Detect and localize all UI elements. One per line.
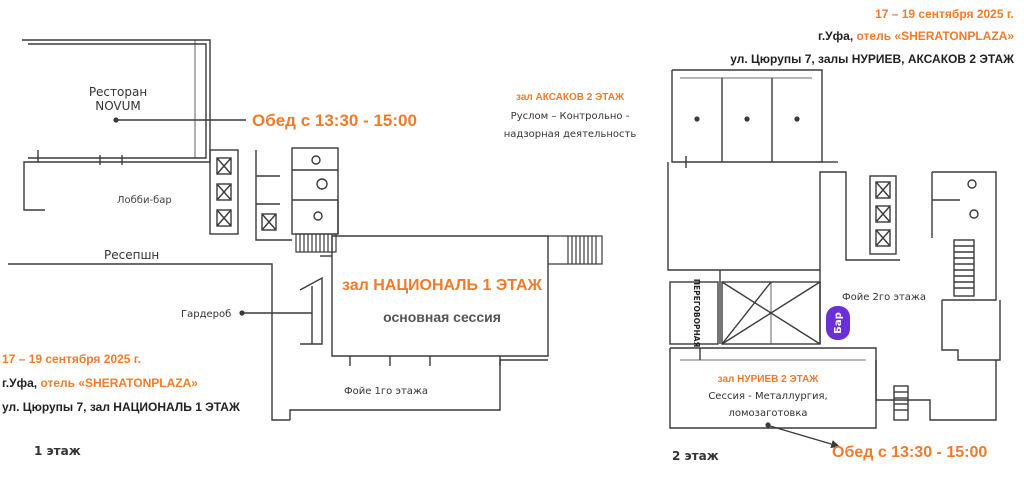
lobby-bar-label: Лобби-бар xyxy=(117,195,172,206)
floor2-lunch-time: Обед с 13:30 - 15:00 xyxy=(832,444,987,461)
bar-badge: Бар xyxy=(826,306,850,340)
nuriev-lunch-arrow xyxy=(769,425,840,449)
corridor-floor2 xyxy=(667,162,900,344)
service-block-floor1 xyxy=(255,147,339,241)
floor1-label: 1 этаж xyxy=(34,444,81,458)
aksakov-point-1 xyxy=(694,116,700,122)
floor1-hotel: отель «SHERATONPLAZA» xyxy=(40,376,198,390)
aksakov-point-3 xyxy=(794,116,800,122)
svg-text:г.Уфа, отель «SHERATONPL: г.Уфа, отель «SHERATONPLAZA» xyxy=(2,376,198,390)
stairs-floor1 xyxy=(295,233,603,265)
hall-nuriev xyxy=(669,347,877,429)
floor1-plan xyxy=(8,39,603,421)
elevators-floor1 xyxy=(209,149,239,235)
national-hall-title: зал НАЦИОНАЛЬ 1 ЭТАЖ xyxy=(342,277,543,294)
aksakov-hall-line1: Руслом – Контрольно - xyxy=(511,111,630,122)
floor2-address: ул. Цюрупы 7, залы НУРИЕВ, АКСАКОВ 2 ЭТА… xyxy=(730,52,1014,66)
cloakroom-point xyxy=(239,310,245,316)
floor1-lunch-time: Обед с 13:30 - 15:00 xyxy=(252,111,417,130)
svg-text:г.Уфа, отель «SHERATONPL: г.Уфа, отель «SHERATONPLAZA» xyxy=(818,29,1014,43)
hall-aksakov xyxy=(671,69,838,168)
foyer-floor2-label: Фойе 2го этажа xyxy=(842,292,926,303)
reception-label: Ресепшн xyxy=(104,248,159,262)
bar-label: Бар xyxy=(833,312,844,334)
restaurant-name-line1: Ресторан xyxy=(89,85,147,99)
reception-wall xyxy=(8,263,290,421)
service-block-floor2 xyxy=(875,171,1001,421)
floor1-date: 17 – 19 сентября 2025 г. xyxy=(2,352,141,366)
aksakov-hall-title: зал АКСАКОВ 2 ЭТАЖ xyxy=(516,92,625,103)
elevators-floor2 xyxy=(869,175,897,255)
floor2-hotel: отель «SHERATONPLAZA» xyxy=(857,29,1015,43)
meeting-room-label: ПЕРЕГОВОРНАЯ xyxy=(692,279,701,348)
floor2-plan xyxy=(667,69,1001,449)
restaurant-point xyxy=(113,117,119,123)
nuriev-hall-line1: Сессия - Металлургия, xyxy=(708,391,827,402)
floor2-label: 2 этаж xyxy=(672,449,719,463)
national-hall-subtitle: основная сессия xyxy=(383,309,501,325)
restaurant-name-line2: NOVUM xyxy=(95,99,141,113)
aksakov-point-2 xyxy=(744,116,750,122)
floor2-city: г.Уфа, xyxy=(818,29,853,43)
meeting-room-block xyxy=(669,281,821,345)
floor1-address: ул. Цюрупы 7, зал НАЦИОНАЛЬ 1 ЭТАЖ xyxy=(2,400,240,414)
nuriev-hall-line2: ломозаготовка xyxy=(729,408,808,419)
floor1-labels: Ресторан NOVUM Обед с 13:30 - 15:00 Лобб… xyxy=(2,85,543,458)
nuriev-point xyxy=(765,422,771,428)
hall-national xyxy=(289,235,549,420)
floor2-labels: 17 – 19 сентября 2025 г. г.Уфа, отель «S… xyxy=(504,7,1015,463)
floor2-date: 17 – 19 сентября 2025 г. xyxy=(875,7,1014,21)
foyer-floor1-label: Фойе 1го этажа xyxy=(344,386,428,397)
floor1-city: г.Уфа, xyxy=(2,376,37,390)
cloakroom-label: Гардероб xyxy=(181,309,231,320)
restaurant-novum xyxy=(22,39,211,211)
nuriev-hall-title: зал НУРИЕВ 2 ЭТАЖ xyxy=(718,374,820,385)
aksakov-hall-line2: надзорная деятельность xyxy=(504,129,637,140)
bar-badge-background xyxy=(826,306,850,340)
